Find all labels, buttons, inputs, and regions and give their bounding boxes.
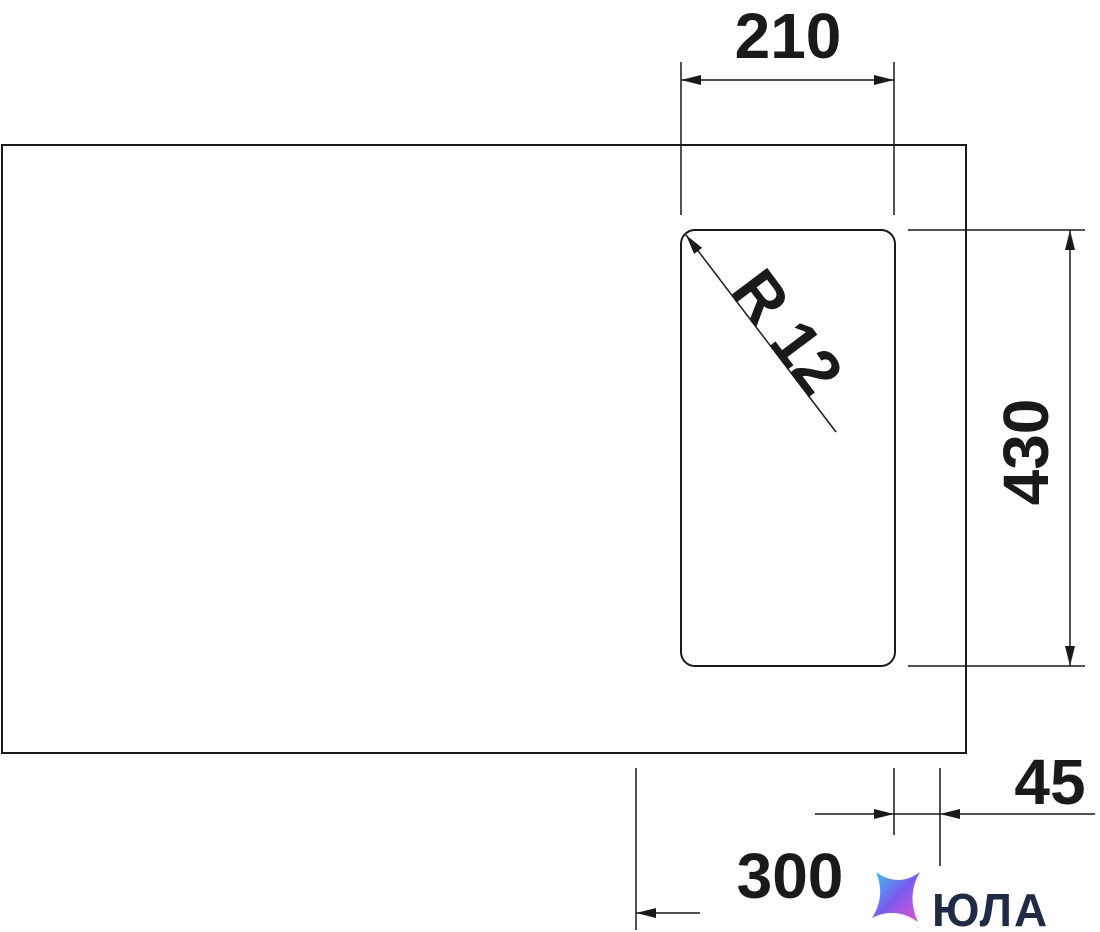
edge-offset-dimension: 45 [815,746,1095,866]
yula-logo: ЮЛА [872,872,1049,932]
logo-text: ЮЛА [932,884,1049,932]
cabinet-label: 300 [737,840,844,912]
edge-offset-label: 45 [1014,746,1085,818]
height-label: 430 [990,399,1062,506]
height-dimension: 430 [908,229,1085,667]
width-dimension: 210 [680,0,895,215]
radius-dimension: R 12 [685,234,857,433]
cabinet-dimension: 300 [635,768,844,930]
radius-label: R 12 [718,256,857,407]
width-label: 210 [735,0,842,72]
countertop-outline [1,144,967,754]
star-sparkle-icon [872,872,920,922]
sink-bowl-outline [680,229,896,667]
